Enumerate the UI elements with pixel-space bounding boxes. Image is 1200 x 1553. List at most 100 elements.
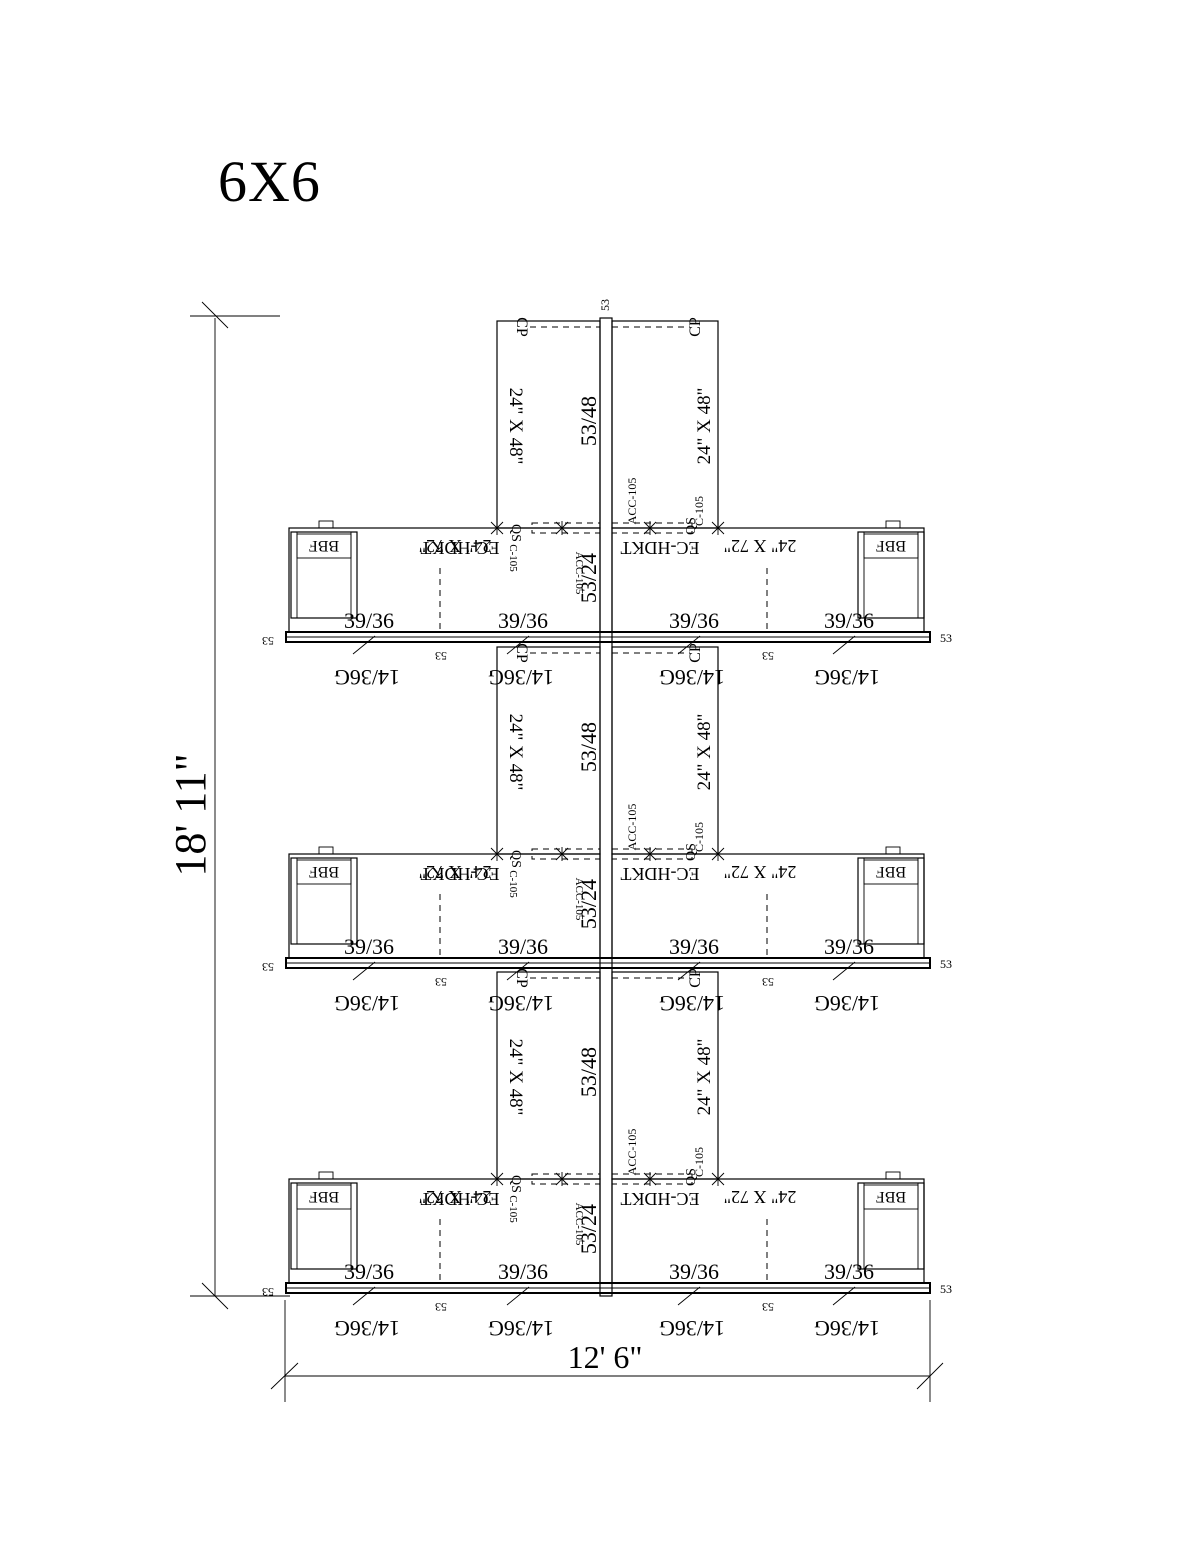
leader-line: [506, 1286, 530, 1306]
leader-line: [506, 961, 530, 981]
drawing-title: 6X6: [218, 149, 321, 214]
leader-line: [832, 961, 856, 981]
bracket-label: EC-HDKT: [621, 864, 700, 884]
bracket-label: EC-HDKT: [421, 1189, 500, 1209]
pedestal-handle: [885, 520, 901, 529]
panel-size-label: 53: [940, 631, 952, 645]
glass-panel-label: 14/36G: [659, 1316, 725, 1341]
glass-panel-label: 14/36G: [334, 991, 400, 1016]
panel-size-label: 53: [762, 649, 774, 663]
side-panel-label: 39/36: [498, 608, 548, 633]
accessory-label: C-105: [692, 822, 706, 852]
hidden-bracket: [531, 522, 601, 534]
panel-size-label: 53: [262, 960, 274, 974]
return-worksurface-label: 24" X 48": [505, 1039, 526, 1116]
pedestal-handle: [318, 520, 334, 529]
glass-panel-label: 14/36G: [814, 991, 880, 1016]
side-panel-label: 39/36: [824, 1259, 874, 1284]
bracket-label: EC-HDKT: [421, 538, 500, 558]
panel-size-label: 53: [435, 649, 447, 663]
main-worksurface-label: 24" X 72": [419, 1187, 492, 1207]
pedestal-label: BBF: [309, 1188, 339, 1205]
pedestal-handle: [885, 846, 901, 855]
glass-panel-label: 14/36G: [334, 1316, 400, 1341]
accessory-label: ACC-105: [625, 804, 639, 851]
return-worksurface-label: 24" X 48": [505, 714, 526, 791]
pedestal-drawer: [296, 859, 352, 885]
accessory-label: ACC-105: [573, 1203, 585, 1246]
pedestal-label: BBF: [309, 537, 339, 554]
pedestal-handle: [318, 846, 334, 855]
connector-mark: [490, 521, 504, 535]
accessory-label: C-105: [692, 1147, 706, 1177]
spine-top-label: 53: [598, 299, 612, 311]
return-worksurface-label: 24" X 48": [505, 388, 526, 465]
bracket-label: EC-HDKT: [421, 864, 500, 884]
pedestal-right: [857, 531, 925, 619]
leader-line: [677, 1286, 701, 1306]
corner-post-label: CP: [687, 317, 704, 337]
pedestal-label: BBF: [876, 863, 906, 880]
panel-size-label: 53: [762, 975, 774, 989]
corner-post-label: CP: [513, 643, 530, 663]
glass-panel-label: 14/36G: [814, 1316, 880, 1341]
return-worksurface-label: 24" X 48": [694, 388, 715, 465]
accessory-label: ACC-105: [573, 878, 585, 921]
panel-size-label: 53: [435, 1300, 447, 1314]
bracket-label: EC-HDKT: [621, 1189, 700, 1209]
connector-mark: [643, 847, 657, 861]
pedestal-label: BBF: [876, 537, 906, 554]
leader-line: [506, 635, 530, 655]
corner-post-label: CP: [513, 968, 530, 988]
pedestal-drawer: [863, 859, 919, 885]
side-panel-label: 39/36: [669, 934, 719, 959]
connector-label: QS: [508, 524, 523, 542]
side-panel-label: 39/36: [824, 934, 874, 959]
pedestal-right: [857, 1182, 925, 1270]
pedestal-handle: [885, 1171, 901, 1180]
spine-panel-short-label: 53/24: [576, 1204, 601, 1254]
spine-panel-label: 53/48: [576, 1047, 601, 1097]
panel-size-label: 53: [262, 634, 274, 648]
main-worksurface-label: 24" X 72": [419, 536, 492, 556]
main-worksurface-label: 24" X 72": [419, 862, 492, 882]
accessory-label: ACC-105: [625, 1129, 639, 1176]
corner-post-label: CP: [687, 968, 704, 988]
connector-label: QS: [508, 850, 523, 868]
connector-label: QS: [508, 1175, 523, 1193]
pedestal-drawer: [296, 533, 352, 559]
connector-label: QS: [684, 1168, 699, 1186]
glass-panel-label: 14/36G: [334, 665, 400, 690]
side-panel-label: 39/36: [498, 934, 548, 959]
leader-line: [352, 961, 376, 981]
leader-line: [832, 1286, 856, 1306]
connector-mark: [490, 1172, 504, 1186]
pedestal-left: [290, 531, 358, 619]
leader-line: [677, 961, 701, 981]
panel-size-label: 53: [435, 975, 447, 989]
bracket-label: EC-HDKT: [621, 538, 700, 558]
pedestal-label: BBF: [876, 1188, 906, 1205]
connector-mark: [555, 847, 569, 861]
panel-size-label: 53: [262, 1285, 274, 1299]
pedestal-label: BBF: [309, 863, 339, 880]
accessory-label: C-105: [507, 870, 519, 898]
connector-label: QS: [684, 517, 699, 535]
hidden-bracket: [531, 848, 601, 860]
main-worksurface-label: 24" X 72": [724, 862, 797, 882]
glass-panel-label: 14/36G: [814, 665, 880, 690]
spine-panel-label: 53/48: [576, 396, 601, 446]
pedestal-right: [857, 857, 925, 945]
connector-mark: [711, 521, 725, 535]
side-panel-label: 39/36: [498, 1259, 548, 1284]
pedestal-drawer: [296, 1184, 352, 1210]
corner-post-label: CP: [687, 643, 704, 663]
panel-size-label: 53: [940, 1282, 952, 1296]
accessory-label: C-105: [692, 496, 706, 526]
accessory-label: C-105: [507, 1195, 519, 1223]
connector-mark: [490, 847, 504, 861]
pedestal-drawer: [863, 533, 919, 559]
